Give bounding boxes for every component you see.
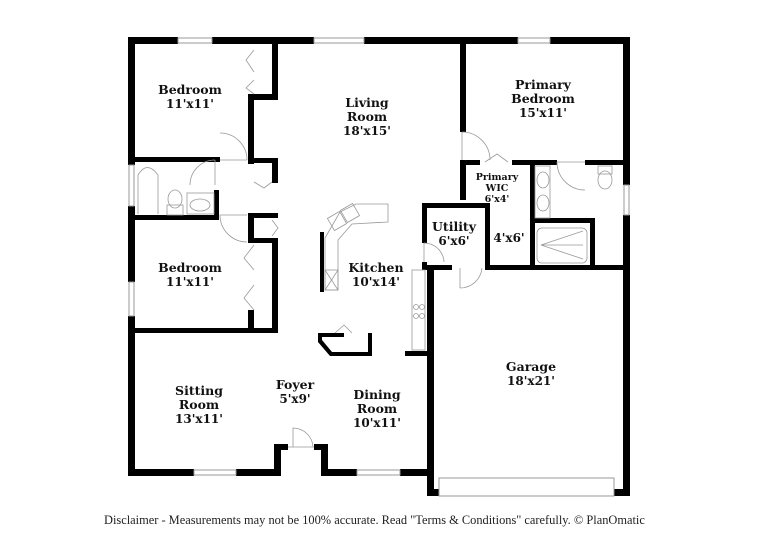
fixtures — [137, 165, 613, 351]
doors — [189, 49, 586, 448]
interior-walls — [135, 37, 630, 356]
room-bedroom-2-label: Bedroom 11'x11' — [158, 260, 222, 290]
room-utility-label: Utility 6'x6' — [432, 219, 476, 249]
room-foyer-label: Foyer 5'x9' — [275, 377, 315, 407]
room-kitchen-label: Kitchen 10'x14' — [348, 260, 404, 290]
room-garage-label: Garage 18'x21' — [505, 359, 557, 389]
room-sitting-room-label: Sitting Room 13'x11' — [175, 383, 223, 427]
room-dining-room-label: Dining Room 10'x11' — [353, 387, 401, 431]
room-closet-4x6-label: 4'x6' — [493, 231, 525, 245]
disclaimer-text: Disclaimer - Measurements may not be 100… — [104, 513, 645, 527]
room-primary-wic-label: Primary WIC 6'x4' — [475, 172, 519, 205]
room-bedroom-1-label: Bedroom 11'x11' — [158, 82, 222, 112]
windows — [128, 37, 630, 497]
exterior-walls — [128, 37, 630, 496]
room-primary-bedroom-label: Primary Bedroom 15'x11' — [511, 77, 575, 121]
room-living-room-label: Living Room 18'x15' — [343, 95, 391, 139]
